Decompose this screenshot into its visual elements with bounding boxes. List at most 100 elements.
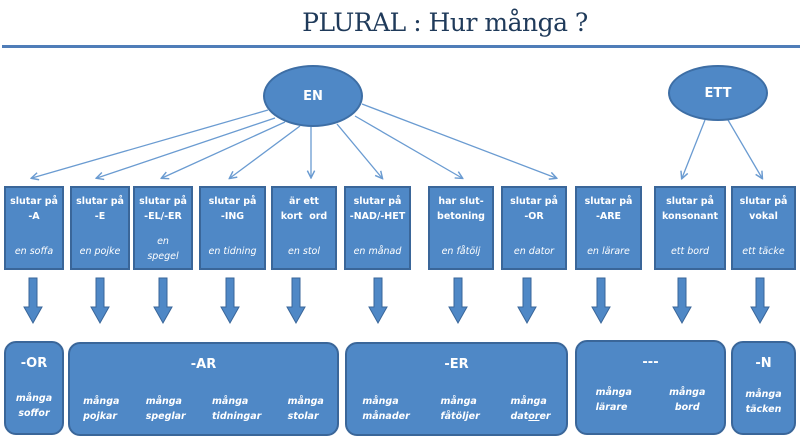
plural-form: många pojkar bbox=[83, 394, 119, 424]
plural-word: tidningar bbox=[212, 411, 262, 422]
plural-form: många fåtöljer bbox=[441, 394, 480, 424]
plural-quantifier: många bbox=[362, 396, 399, 407]
rule-box-short-word: är ett kort ord en stol bbox=[271, 186, 337, 270]
plural-ending: -ER bbox=[444, 357, 469, 372]
connector-en-arrow bbox=[336, 123, 382, 178]
plural-word-stem: dat bbox=[510, 411, 529, 422]
down-arrow-icon bbox=[286, 277, 306, 325]
connector-en-arrow bbox=[361, 103, 556, 178]
plural-quantifier: många bbox=[287, 396, 324, 407]
result-box-ar: -AR många pojkar många speglar många tidnin… bbox=[68, 342, 339, 436]
down-arrow-icon bbox=[90, 277, 110, 325]
rule-condition: slutar på bbox=[10, 196, 58, 207]
rule-example: en fåtölj bbox=[441, 246, 481, 257]
rule-box-a: slutar på -A en soffa bbox=[4, 186, 64, 270]
plural-word: soffor bbox=[18, 408, 50, 419]
rule-condition: slutar på bbox=[739, 196, 788, 207]
plural-form: många soffor bbox=[16, 391, 52, 421]
page-title: PLURAL : Hur många ? bbox=[302, 8, 588, 37]
plural-quantifier: många bbox=[745, 389, 782, 400]
rule-ending: -EL/-ER bbox=[144, 211, 182, 222]
plural-word: datorer bbox=[510, 409, 550, 424]
plural-quantifier: många bbox=[83, 396, 120, 407]
down-arrow-icon bbox=[517, 277, 537, 325]
plural-quantifier: många bbox=[669, 387, 706, 398]
rule-condition: slutar på bbox=[208, 196, 257, 207]
plural-quantifier: många bbox=[510, 396, 547, 407]
plural-ending: --- bbox=[642, 355, 659, 370]
rule-ending: konsonant bbox=[661, 211, 718, 222]
rule-example: en pojke bbox=[79, 246, 121, 257]
rule-box-end-stress: har slut-betoning en fåtölj bbox=[428, 186, 494, 270]
result-box-er: -ER många månader många fåtöljer många dato… bbox=[345, 342, 568, 436]
plural-word: lärare bbox=[595, 402, 628, 413]
result-box-unchanged: --- många lärare många bord bbox=[575, 340, 726, 435]
connector-en-arrow bbox=[32, 109, 269, 178]
plural-quantifier: många bbox=[595, 387, 632, 398]
rule-condition: slutar på bbox=[353, 196, 402, 207]
rule-condition: slutar på bbox=[76, 196, 124, 207]
rule-example: en stol bbox=[287, 246, 320, 257]
rule-example: ett bord bbox=[670, 246, 710, 257]
down-arrow-icon bbox=[23, 277, 43, 325]
rule-ending: kort ord bbox=[280, 211, 328, 222]
rule-ending: -ING bbox=[220, 211, 245, 222]
down-arrow-icon bbox=[591, 277, 611, 325]
plural-word: bord bbox=[674, 402, 700, 413]
rule-example: en månad bbox=[353, 246, 402, 257]
rule-condition: slutar på bbox=[510, 196, 558, 207]
rule-ending: -E bbox=[94, 211, 106, 222]
plural-form: många bord bbox=[669, 385, 705, 415]
rule-example: en soffa bbox=[14, 246, 54, 257]
plural-ending: -OR bbox=[20, 356, 48, 371]
rule-box-are: slutar på -ARE en lärare bbox=[575, 186, 642, 270]
plural-word: fåtöljer bbox=[440, 411, 480, 422]
plural-quantifier: många bbox=[145, 396, 182, 407]
plural-form: många datorer bbox=[510, 394, 550, 424]
down-arrow-icon bbox=[672, 277, 692, 325]
rule-example-noun: spegel bbox=[147, 251, 179, 262]
connector-en-arrow bbox=[162, 121, 286, 178]
down-arrow-icon bbox=[153, 277, 173, 325]
result-box-or: -OR många soffor bbox=[4, 341, 64, 435]
rule-example: en dator bbox=[513, 246, 555, 257]
rule-ending: vokal bbox=[749, 211, 778, 222]
connector-ett-arrow bbox=[727, 119, 762, 178]
rule-condition: slutar på bbox=[139, 196, 187, 207]
plural-word: täcken bbox=[745, 404, 782, 415]
gender-ett-oval: ETT bbox=[668, 65, 768, 121]
down-arrow-icon bbox=[368, 277, 388, 325]
rule-example: en lärare bbox=[587, 246, 630, 257]
rule-condition: slutar på bbox=[666, 196, 714, 207]
plural-ending: -AR bbox=[190, 357, 217, 372]
connector-en-arrow bbox=[230, 125, 301, 178]
rule-box-or: slutar på-OR en dator bbox=[501, 186, 567, 270]
plural-form: många speglar bbox=[146, 394, 186, 424]
plural-word-underlined: or bbox=[528, 411, 540, 422]
connector-ett-arrow bbox=[682, 119, 706, 178]
rule-ending: -ARE bbox=[595, 211, 622, 222]
plural-quantifier: många bbox=[212, 396, 249, 407]
plural-form: många lärare bbox=[596, 385, 632, 415]
plural-word: pojkar bbox=[83, 411, 118, 422]
rule-example: en tidning bbox=[208, 246, 257, 257]
connector-en-arrow bbox=[354, 115, 462, 178]
connector-en-arrow bbox=[97, 117, 276, 178]
rule-condition: är ett bbox=[289, 196, 319, 207]
plural-form: många täcken bbox=[745, 387, 781, 417]
rule-ending: -A bbox=[28, 211, 40, 222]
plural-quantifier: många bbox=[15, 393, 53, 404]
rule-condition: slutar på bbox=[584, 196, 633, 207]
plural-word: speglar bbox=[145, 411, 186, 422]
plural-word: månader bbox=[362, 411, 410, 422]
plural-form: många månader bbox=[362, 394, 409, 424]
plural-quantifier: många bbox=[440, 396, 477, 407]
plural-form: många tidningar bbox=[212, 394, 261, 424]
rule-condition: har slut- bbox=[438, 196, 484, 207]
rule-ending: -NAD/-HET bbox=[349, 211, 406, 222]
